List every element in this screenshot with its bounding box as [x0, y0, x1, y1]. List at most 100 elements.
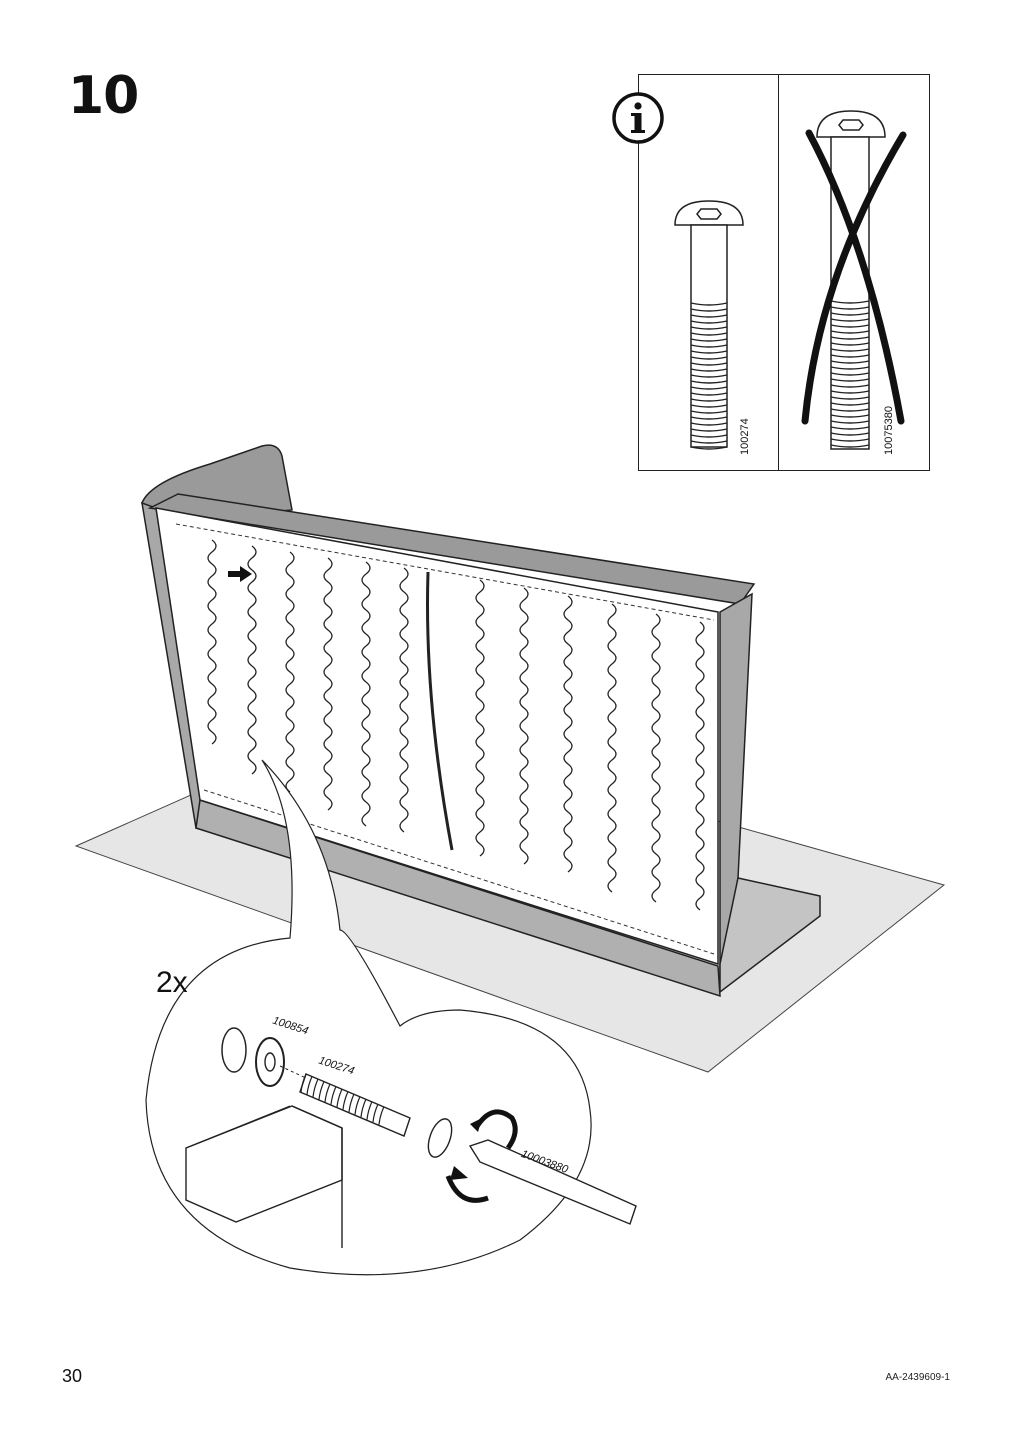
thread-line	[830, 396, 870, 400]
frame-bottom-rail	[195, 799, 721, 998]
spring	[207, 539, 217, 745]
info-divider	[778, 75, 779, 470]
thread-line	[690, 362, 728, 366]
thread-line	[830, 408, 870, 412]
thread-line	[690, 434, 728, 438]
spring	[695, 621, 705, 911]
rotate-arrow-top-icon	[473, 1109, 518, 1150]
thread-line	[830, 372, 870, 376]
frame-inner	[155, 507, 719, 966]
thread-line	[324, 1083, 331, 1103]
quantity-label: 2x	[156, 966, 188, 999]
rotate-arrow-bottom-icon	[445, 1175, 489, 1203]
bolt-thread	[690, 302, 728, 450]
thread-line	[342, 1091, 349, 1110]
thread-line	[360, 1098, 367, 1118]
thread-line	[366, 1101, 373, 1120]
cross-mark-icon	[801, 129, 907, 425]
thread-line	[378, 1106, 385, 1125]
thread-line	[690, 314, 728, 318]
thread-line	[690, 374, 728, 378]
thread-line	[690, 350, 728, 354]
thread-line	[830, 354, 870, 358]
thread-line	[318, 1081, 325, 1100]
thread-line	[830, 342, 870, 346]
seat-base-right	[719, 877, 821, 994]
thread-line	[690, 398, 728, 402]
document-id: AA-2439609-1	[885, 1372, 951, 1383]
insert-arrow-icon	[228, 566, 252, 582]
thread-line	[690, 308, 728, 312]
thread-line	[690, 416, 728, 420]
spring	[563, 595, 573, 873]
thread-line	[830, 366, 870, 370]
thread-line	[830, 432, 870, 436]
frame-top-rail	[147, 493, 756, 605]
thread-line	[330, 1086, 337, 1105]
spring	[247, 545, 257, 775]
thread-line	[690, 332, 728, 336]
spring	[399, 567, 409, 833]
thread-line	[690, 338, 728, 342]
spring	[519, 587, 529, 865]
thread-line	[830, 360, 870, 364]
thread-line	[830, 306, 870, 310]
spring	[285, 551, 295, 793]
thread-line	[336, 1088, 343, 1108]
info-illustration	[674, 110, 907, 450]
thread-line	[830, 336, 870, 340]
thread-line	[690, 404, 728, 408]
spring	[651, 613, 661, 903]
thread-line	[690, 368, 728, 372]
thread-line	[300, 1073, 307, 1093]
thread-line	[372, 1103, 379, 1123]
thread-line	[830, 402, 870, 406]
thread-line	[830, 438, 870, 442]
thread-line	[690, 440, 728, 444]
springs	[207, 539, 705, 911]
thread-line	[690, 410, 728, 414]
step-number: 10	[68, 66, 139, 126]
frame-center-divider	[426, 571, 454, 851]
thread-line	[690, 344, 728, 348]
info-icon	[612, 92, 664, 144]
thread-line	[830, 384, 870, 388]
thread-line	[830, 324, 870, 328]
spring	[361, 561, 371, 827]
bolt-icon	[674, 200, 744, 448]
thread-line	[690, 446, 728, 450]
page-number: 30	[62, 1366, 83, 1386]
thread-line	[690, 422, 728, 426]
thread-line	[830, 318, 870, 322]
thread-line	[830, 300, 870, 304]
thread-line	[312, 1078, 319, 1098]
thread-line	[830, 420, 870, 424]
thread-line	[830, 390, 870, 394]
thread-line	[690, 380, 728, 384]
thread-line	[690, 320, 728, 324]
thread-line	[830, 348, 870, 352]
info-panel: 100274 10075380	[638, 74, 930, 471]
thread-line	[348, 1093, 355, 1113]
thread-line	[690, 428, 728, 432]
thread-line	[690, 302, 728, 306]
thread-line	[306, 1076, 313, 1095]
spring	[323, 557, 333, 811]
thread-line	[830, 312, 870, 316]
thread-line	[830, 414, 870, 418]
thread-line	[830, 426, 870, 430]
thread-line	[830, 444, 870, 448]
thread-line	[690, 356, 728, 360]
thread-line	[690, 392, 728, 396]
thread-line	[690, 386, 728, 390]
thread-line	[830, 378, 870, 382]
allen-key-icon	[468, 1139, 637, 1225]
bolt-thread-incorrect	[830, 300, 870, 448]
thread-line	[354, 1096, 361, 1115]
thread-line	[830, 330, 870, 334]
thread-line	[690, 326, 728, 330]
spring	[607, 603, 617, 893]
hole-icon	[221, 1027, 247, 1073]
spring	[475, 579, 485, 857]
